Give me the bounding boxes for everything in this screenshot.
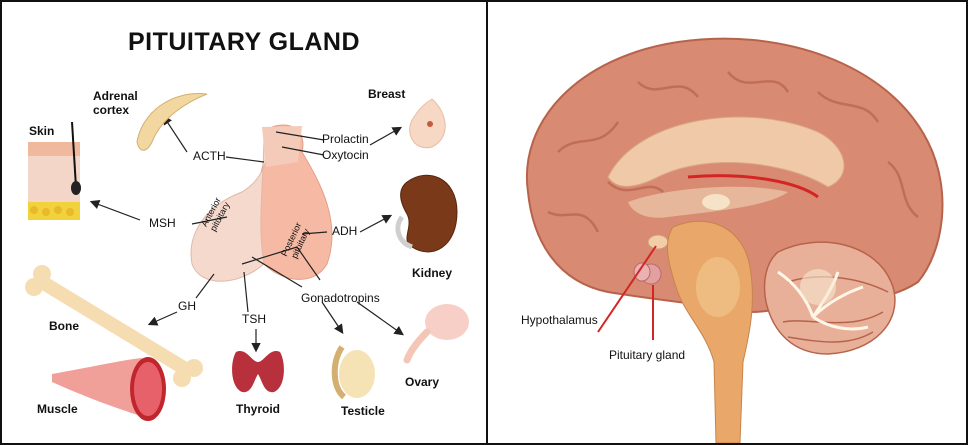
hypothalamus xyxy=(648,235,668,249)
stalk xyxy=(262,126,302,167)
label-bone: Bone xyxy=(49,320,79,332)
label-acth: ACTH xyxy=(193,150,226,162)
label-breast: Breast xyxy=(368,88,405,100)
label-hypothalamus: Hypothalamus xyxy=(521,314,598,326)
label-skin: Skin xyxy=(29,125,54,137)
adrenal-icon xyxy=(137,94,207,151)
kidney-icon xyxy=(401,175,457,252)
pituitary-hormones-panel: PITUITARY GLAND xyxy=(2,2,486,443)
thyroid-icon xyxy=(232,351,284,392)
label-gonadotropins: Gonadotropins xyxy=(301,292,380,304)
testicle-icon xyxy=(335,347,375,398)
label-tsh: TSH xyxy=(242,313,266,325)
brain-section-panel: Hypothalamus Pituitary gland xyxy=(488,2,964,443)
label-adrenal-cortex: Adrenal cortex xyxy=(93,90,138,118)
label-prolactin: Prolactin xyxy=(322,133,369,145)
label-msh: MSH xyxy=(149,217,176,229)
label-kidney: Kidney xyxy=(412,267,452,279)
label-gh: GH xyxy=(178,300,196,312)
label-adh: ADH xyxy=(332,225,357,237)
label-testicle: Testicle xyxy=(341,405,385,417)
label-pituitary-gland: Pituitary gland xyxy=(609,349,685,361)
label-thyroid: Thyroid xyxy=(236,403,280,415)
brainstem xyxy=(667,221,752,443)
label-oxytocin: Oxytocin xyxy=(322,149,369,161)
brain-diagram xyxy=(488,2,964,443)
label-ovary: Ovary xyxy=(405,376,439,388)
label-muscle: Muscle xyxy=(37,403,78,415)
ovary-icon xyxy=(407,304,469,360)
